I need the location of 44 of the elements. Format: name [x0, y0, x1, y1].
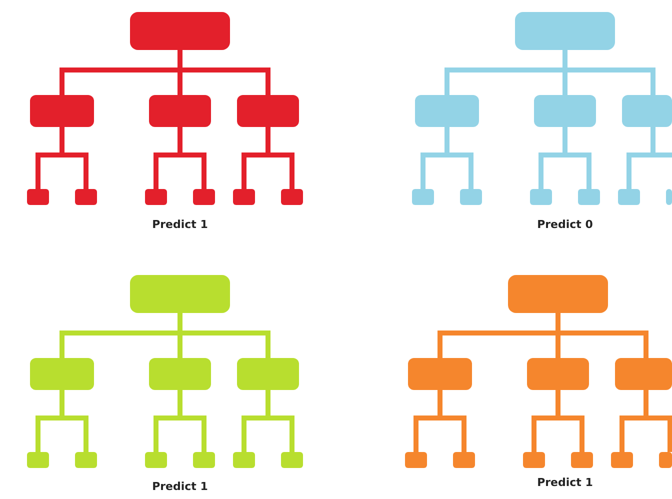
tree-node-box	[145, 452, 167, 468]
tree-node-box	[145, 189, 167, 205]
prediction-caption: Predict 0	[537, 218, 593, 231]
tree-node-box	[460, 189, 482, 205]
tree-node-box	[615, 358, 672, 390]
tree-node-box	[75, 189, 97, 205]
tree-node-box	[515, 12, 615, 50]
tree-node-box	[622, 95, 672, 127]
tree-node-box	[666, 189, 672, 205]
tree-node-box	[193, 189, 215, 205]
tree-node-box	[659, 452, 672, 468]
tree-node-box	[75, 452, 97, 468]
tree-node-box	[149, 358, 211, 390]
tree-node-box	[408, 358, 472, 390]
tree-node-box	[233, 189, 255, 205]
tree-node-box	[611, 452, 633, 468]
tree-node-box	[130, 12, 230, 50]
tree-node-box	[27, 452, 49, 468]
tree-node-box	[233, 452, 255, 468]
prediction-caption: Predict 1	[152, 218, 208, 231]
tree-node-box	[453, 452, 475, 468]
tree-node-box	[508, 275, 608, 313]
tree-node-box	[281, 189, 303, 205]
tree-node-box	[237, 95, 299, 127]
tree-node-box	[149, 95, 211, 127]
tree-node-box	[405, 452, 427, 468]
tree-node-box	[571, 452, 593, 468]
tree-node-box	[193, 452, 215, 468]
tree-node-box	[523, 452, 545, 468]
tree-node-box	[412, 189, 434, 205]
tree-node-box	[27, 189, 49, 205]
tree-node-box	[415, 95, 479, 127]
tree-node-box	[527, 358, 589, 390]
tree-node-box	[130, 275, 230, 313]
tree-node-box	[530, 189, 552, 205]
prediction-caption: Predict 1	[152, 480, 208, 493]
tree-node-box	[578, 189, 600, 205]
tree-node-box	[30, 358, 94, 390]
tree-node-box	[30, 95, 94, 127]
tree-node-box	[281, 452, 303, 468]
tree-node-box	[237, 358, 299, 390]
tree-node-box	[618, 189, 640, 205]
prediction-caption: Predict 1	[537, 476, 593, 489]
tree-node-box	[534, 95, 596, 127]
